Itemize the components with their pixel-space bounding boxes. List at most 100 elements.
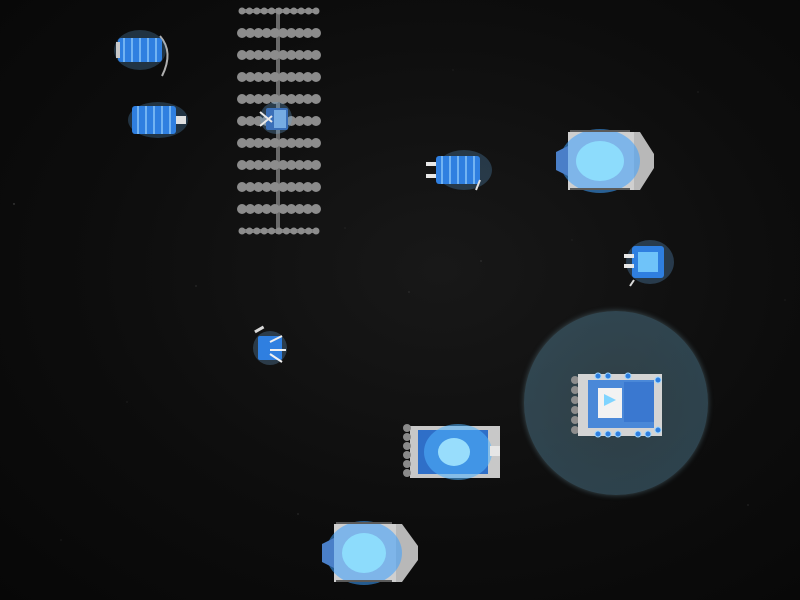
drone-ship-3[interactable]: [424, 146, 494, 196]
station-node: [238, 7, 246, 15]
station-node: [275, 227, 283, 235]
station-node: [311, 138, 321, 148]
station-node: [253, 182, 264, 192]
station-node: [237, 138, 247, 148]
station-node: [245, 138, 256, 148]
station-node: [282, 7, 290, 15]
station-node: [237, 94, 247, 104]
drone-ship-1[interactable]: [112, 28, 178, 82]
station-node: [245, 204, 256, 214]
station-node: [278, 182, 289, 192]
station-node: [253, 116, 264, 126]
station-node: [311, 28, 321, 38]
station-node: [302, 204, 313, 214]
station-node: [290, 7, 298, 15]
station-row: [237, 72, 321, 82]
drone-ship-graphic: [426, 150, 492, 191]
station-node: [245, 72, 256, 82]
station-node: [294, 28, 305, 38]
station-node: [286, 50, 297, 60]
cruiser-ship-graphic: [556, 129, 654, 193]
station-node: [286, 94, 297, 104]
scout-ship-1[interactable]: [252, 98, 296, 138]
drone-ship-2[interactable]: [124, 98, 190, 144]
station-node: [268, 227, 276, 235]
station-node: [311, 50, 321, 60]
station-node: [253, 50, 264, 60]
station-node: [294, 72, 305, 82]
station-row: [238, 227, 320, 235]
station-node: [238, 227, 246, 235]
station-node: [237, 28, 247, 38]
station-row: [237, 138, 321, 148]
station-node: [297, 227, 305, 235]
station-node: [305, 7, 313, 15]
station-node: [269, 182, 280, 192]
station-node: [278, 72, 289, 82]
station-node: [302, 138, 313, 148]
station-node: [261, 182, 272, 192]
cruiser-ship-1[interactable]: [554, 124, 658, 198]
carrier-ship-graphic: [403, 424, 500, 480]
station-node: [311, 116, 321, 126]
station-row: [237, 94, 321, 104]
station-node: [312, 7, 320, 15]
station-node: [294, 116, 305, 126]
station-node: [245, 50, 256, 60]
station-node: [294, 204, 305, 214]
drone-ship-graphic: [624, 240, 674, 287]
station-node: [278, 138, 289, 148]
station-node: [253, 227, 261, 235]
drone-ship-4[interactable]: [620, 236, 676, 290]
station-node: [245, 7, 253, 15]
station-node: [261, 204, 272, 214]
scout-ship-2[interactable]: [248, 324, 294, 374]
cruiser-ship-2[interactable]: [320, 514, 420, 590]
station-node: [237, 182, 247, 192]
station-node: [269, 160, 280, 170]
station-node: [278, 50, 289, 60]
station-row: [238, 7, 320, 15]
station-node: [245, 160, 256, 170]
flagship-1[interactable]: [568, 366, 672, 442]
station-node: [253, 72, 264, 82]
station-node: [305, 227, 313, 235]
station-node: [311, 94, 321, 104]
station-node: [302, 50, 313, 60]
station-node: [253, 28, 264, 38]
station-node: [312, 227, 320, 235]
flagship-graphic: [571, 372, 662, 438]
station-node: [278, 160, 289, 170]
scout-ship-graphic: [253, 325, 287, 365]
drone-ship-graphic: [128, 102, 188, 138]
station-node: [237, 160, 247, 170]
station-node: [261, 94, 272, 104]
station-node: [286, 138, 297, 148]
station-node: [302, 160, 313, 170]
station-node: [294, 50, 305, 60]
station-node: [237, 72, 247, 82]
station-node: [294, 182, 305, 192]
station-node: [253, 7, 261, 15]
station-node: [311, 204, 321, 214]
station-node: [245, 182, 256, 192]
station-row: [237, 204, 321, 214]
station-node: [278, 204, 289, 214]
station-node: [278, 28, 289, 38]
station-node: [269, 94, 280, 104]
station-row: [237, 182, 321, 192]
station-node: [245, 227, 253, 235]
station-node: [269, 28, 280, 38]
station-node: [253, 160, 264, 170]
station-node: [269, 138, 280, 148]
carrier-ship-1[interactable]: [400, 416, 504, 486]
station-node: [275, 7, 283, 15]
station-node: [294, 160, 305, 170]
station-lattice-graphic: [237, 7, 321, 235]
station-node: [302, 182, 313, 192]
station-node: [302, 72, 313, 82]
station-node: [269, 72, 280, 82]
station-lattice[interactable]: [236, 4, 322, 236]
